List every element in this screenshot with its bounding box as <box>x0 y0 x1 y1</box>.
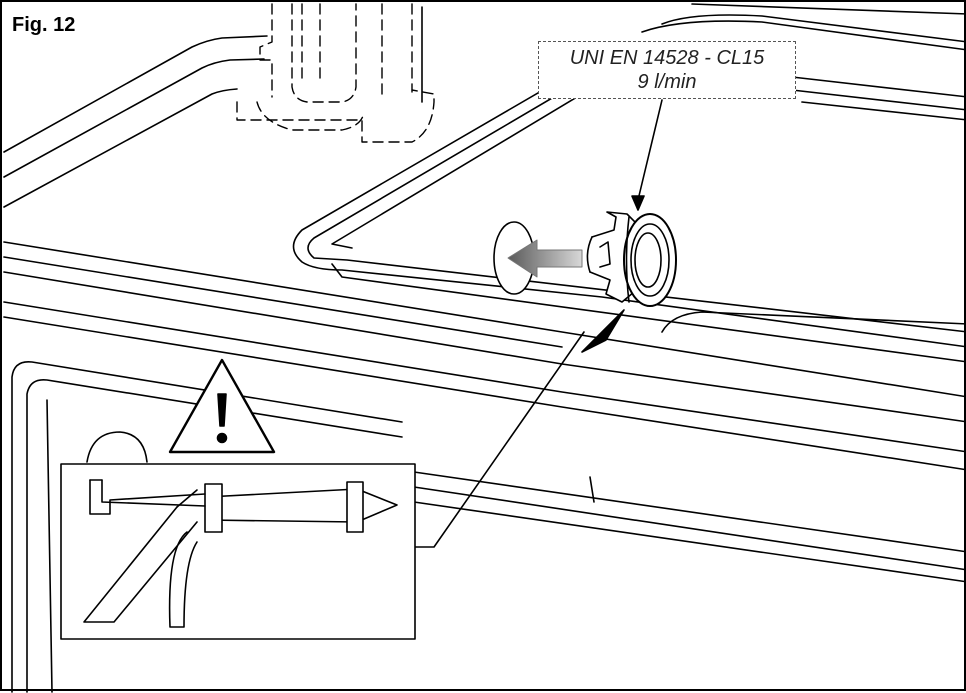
spec-standard: UNI EN 14528 - CL15 <box>570 46 765 70</box>
flow-regulator-grommet <box>587 212 676 306</box>
spec-flow-rate: 9 l/min <box>638 70 697 94</box>
cabinet-top-left <box>4 36 267 207</box>
sealant-gun-icon <box>61 464 415 639</box>
faucet-column-dashed <box>237 4 434 142</box>
warning-triangle-icon <box>170 360 274 452</box>
spec-callout: UNI EN 14528 - CL15 9 l/min <box>538 41 796 99</box>
callout-leader <box>632 100 662 210</box>
figure-label: Fig. 12 <box>12 14 75 37</box>
